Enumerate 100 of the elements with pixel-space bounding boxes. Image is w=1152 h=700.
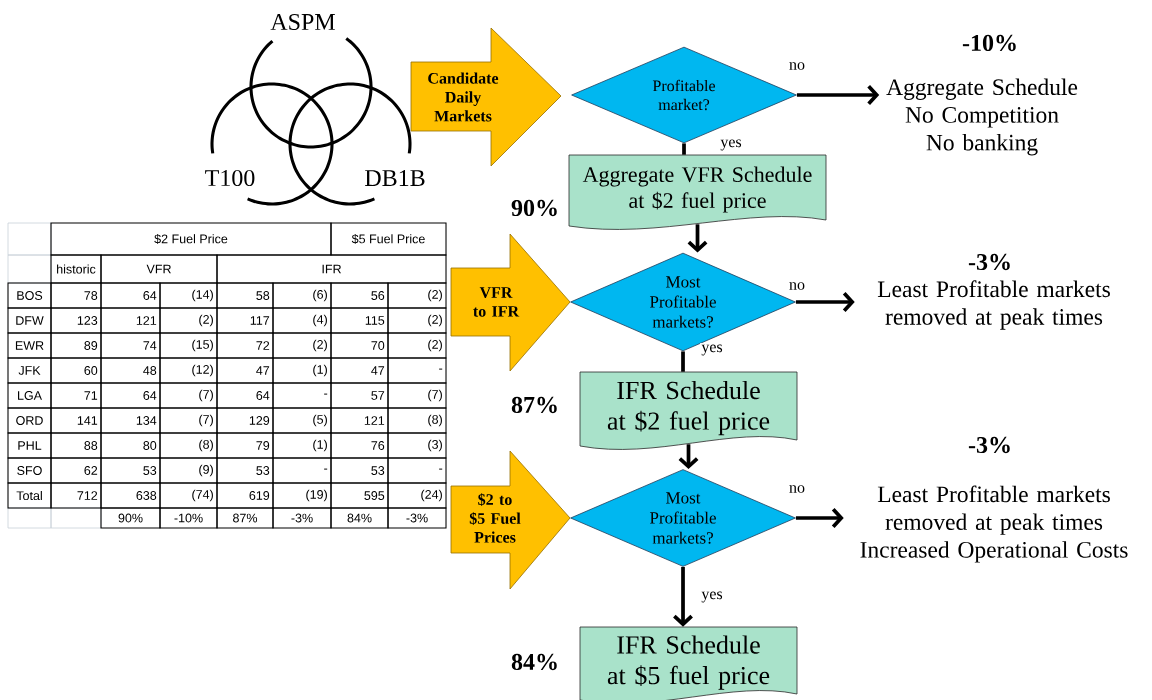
table-cell: 619 <box>216 482 274 509</box>
table-cell: (7) <box>159 407 218 434</box>
edge-label: yes <box>700 590 724 604</box>
table-cell: 56 <box>330 282 389 309</box>
table-cell: 47 <box>216 357 274 384</box>
table-cell: 53 <box>330 457 389 484</box>
table-cell: 115 <box>330 307 389 334</box>
table-cell: - <box>387 357 447 384</box>
table-cell: (7) <box>387 382 447 409</box>
row-heading: Total <box>7 482 52 509</box>
table-cell: 117 <box>216 307 274 334</box>
table-cell: 595 <box>330 482 389 509</box>
row-heading: LGA <box>7 382 52 409</box>
circle-label: ASPM <box>270 13 335 31</box>
table-cell: 78 <box>50 282 102 309</box>
table-cell: - <box>387 457 447 484</box>
table-cell: (14) <box>159 282 218 309</box>
document-box: IFR Schedule at $2 fuel price <box>579 371 798 450</box>
table-cell: 84% <box>330 507 389 529</box>
arrow-callout: Candidate Daily Markets <box>410 27 562 167</box>
table-cell: 60 <box>50 357 102 384</box>
percentage-label: 84% <box>511 653 557 671</box>
row-heading: SFO <box>7 457 52 484</box>
document-box: IFR Schedule at $5 fuel price <box>579 626 798 700</box>
table-cell: (5) <box>272 407 332 434</box>
table-cell: 53 <box>216 457 274 484</box>
table-cell: 79 <box>216 432 274 459</box>
arrow-callout: VFR to IFR <box>450 233 571 372</box>
table-cell: 121 <box>330 407 389 434</box>
table-cell: 64 <box>100 282 161 309</box>
table-cell: (15) <box>159 332 218 359</box>
outcome-text: Least Profitable markets removed at peak times Increased Operational Costs <box>860 485 1128 563</box>
row-heading: PHL <box>7 432 52 459</box>
arrow <box>673 566 693 627</box>
column-heading: historic <box>50 254 102 284</box>
table-cell: (74) <box>159 482 218 509</box>
table-cell: 72 <box>216 332 274 359</box>
table-cell: (12) <box>159 357 218 384</box>
table-cell: 57 <box>330 382 389 409</box>
row-heading: BOS <box>7 282 52 309</box>
table-cell: 70 <box>330 332 389 359</box>
row-heading: ORD <box>7 407 52 434</box>
table-cell: (8) <box>159 432 218 459</box>
table-cell: (6) <box>272 282 332 309</box>
table-cell: (2) <box>272 332 332 359</box>
table-cell: 638 <box>100 482 161 509</box>
table-cell: (8) <box>387 407 447 434</box>
table-cell: 87% <box>216 507 274 529</box>
column-heading: $5 Fuel Price <box>330 222 447 256</box>
table-cell: 62 <box>50 457 102 484</box>
table-cell: (9) <box>159 457 218 484</box>
arrow <box>678 444 699 470</box>
document-box: Aggregate VFR Schedule at $2 fuel price <box>568 154 827 230</box>
table-cell: 48 <box>100 357 161 384</box>
table-cell: - <box>272 457 332 484</box>
column-heading: IFR <box>216 254 447 284</box>
table-cell: -10% <box>159 507 218 529</box>
table-cell: (4) <box>272 307 332 334</box>
table-cell: (2) <box>387 282 447 309</box>
table-cell: 58 <box>216 282 274 309</box>
table-cell: -3% <box>272 507 332 529</box>
table-cell: 121 <box>100 307 161 334</box>
table-cell: 129 <box>216 407 274 434</box>
table-cell: (1) <box>272 432 332 459</box>
percentage-heading: -3% <box>968 436 1010 454</box>
table-cell: 712 <box>50 482 102 509</box>
table-cell: - <box>272 382 332 409</box>
percentage-label: 87% <box>511 396 557 414</box>
table-cell: 89 <box>50 332 102 359</box>
arrow <box>687 224 708 253</box>
outcome-text: Aggregate Schedule No Competition No banking <box>886 78 1078 156</box>
circle-label: DB1B <box>365 170 425 186</box>
row-heading: DFW <box>7 307 52 334</box>
table-cell: 90% <box>100 507 161 529</box>
table-cell: (24) <box>387 482 447 509</box>
table-cell: 47 <box>330 357 389 384</box>
percentage-label: 90% <box>511 199 557 217</box>
table-cell: 53 <box>100 457 161 484</box>
table-cell: 64 <box>100 382 161 409</box>
circle-label: T100 <box>205 169 255 187</box>
table-cell: 71 <box>50 382 102 409</box>
column-heading: VFR <box>100 254 218 284</box>
row-heading: EWR <box>7 332 52 359</box>
percentage-heading: -10% <box>962 34 1016 52</box>
table-cell: 74 <box>100 332 161 359</box>
row-heading: JFK <box>7 357 52 384</box>
table-cell: (7) <box>159 382 218 409</box>
table-cell: (2) <box>387 332 447 359</box>
table-cell: (3) <box>387 432 447 459</box>
arrow <box>795 508 844 528</box>
column-heading: $2 Fuel Price <box>50 222 332 256</box>
percentage-heading: -3% <box>968 253 1010 271</box>
arrow-callout: $2 to $5 Fuel Prices <box>450 450 571 590</box>
table-cell: (1) <box>272 357 332 384</box>
table-cell: 88 <box>50 432 102 459</box>
table-cell: 141 <box>50 407 102 434</box>
table-cell: (19) <box>272 482 332 509</box>
table-cell: (2) <box>387 307 447 334</box>
table-cell: -3% <box>387 507 447 529</box>
table-cell: 80 <box>100 432 161 459</box>
